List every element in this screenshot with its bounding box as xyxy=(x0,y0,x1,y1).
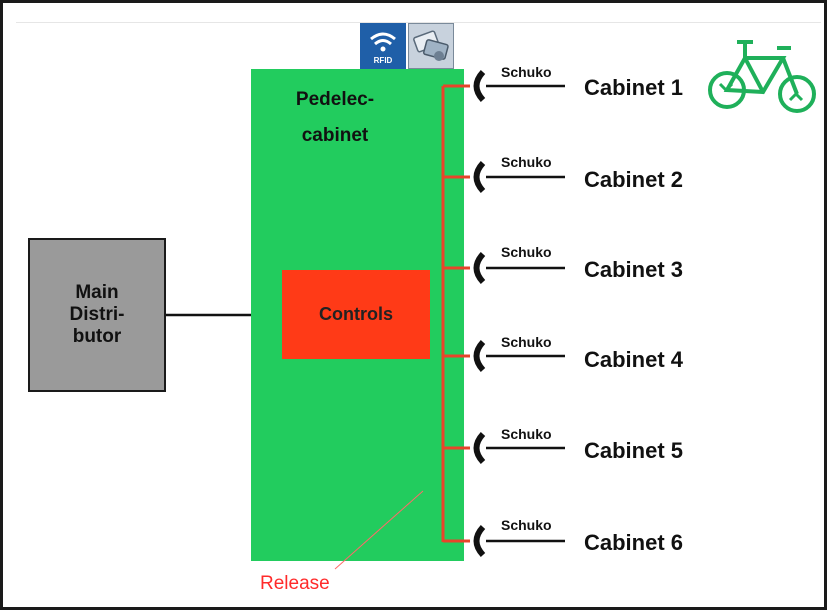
cabinet-3-label: Cabinet 3 xyxy=(584,257,684,282)
schuko-socket-icon xyxy=(473,431,486,465)
schuko-socket-icon xyxy=(473,251,486,285)
cabinet-2-label: Cabinet 2 xyxy=(584,167,684,192)
schuko-socket-icon xyxy=(473,339,486,373)
schuko-socket-icon xyxy=(473,160,486,194)
main-distributor-box: Main Distri- butor xyxy=(28,238,166,392)
pedelec-cabinet-label: Pedelec- cabinet xyxy=(295,89,375,146)
schuko-label-3: Schuko xyxy=(501,244,552,260)
cabinet-1-label: Cabinet 1 xyxy=(584,75,684,100)
card-reader-badge xyxy=(408,23,454,69)
main-distributor-label: Main Distri- butor xyxy=(69,282,125,347)
schuko-socket-icon xyxy=(473,69,486,103)
wifi-icon xyxy=(370,32,396,52)
schuko-label-2: Schuko xyxy=(501,154,552,170)
schuko-label-4: Schuko xyxy=(501,334,552,350)
rfid-label: RFID xyxy=(373,56,393,65)
card-reader-icon xyxy=(413,30,449,61)
schuko-label-1: Schuko xyxy=(501,64,552,80)
schuko-label-6: Schuko xyxy=(501,517,552,533)
controls-label: Controls xyxy=(319,304,393,324)
controls-box: Controls xyxy=(282,270,430,359)
cabinet-6-label: Cabinet 6 xyxy=(584,530,684,555)
bicycle-icon xyxy=(708,40,816,113)
cabinet-5-label: Cabinet 5 xyxy=(584,438,684,463)
cabinet-4-label: Cabinet 4 xyxy=(584,347,684,372)
outlet-wiring xyxy=(443,69,565,558)
release-label: Release xyxy=(260,573,330,594)
schuko-socket-icon xyxy=(473,524,486,558)
schuko-label-5: Schuko xyxy=(501,426,552,442)
release-pointer xyxy=(334,490,424,570)
rfid-badge: RFID xyxy=(360,23,406,69)
top-divider xyxy=(16,22,821,23)
